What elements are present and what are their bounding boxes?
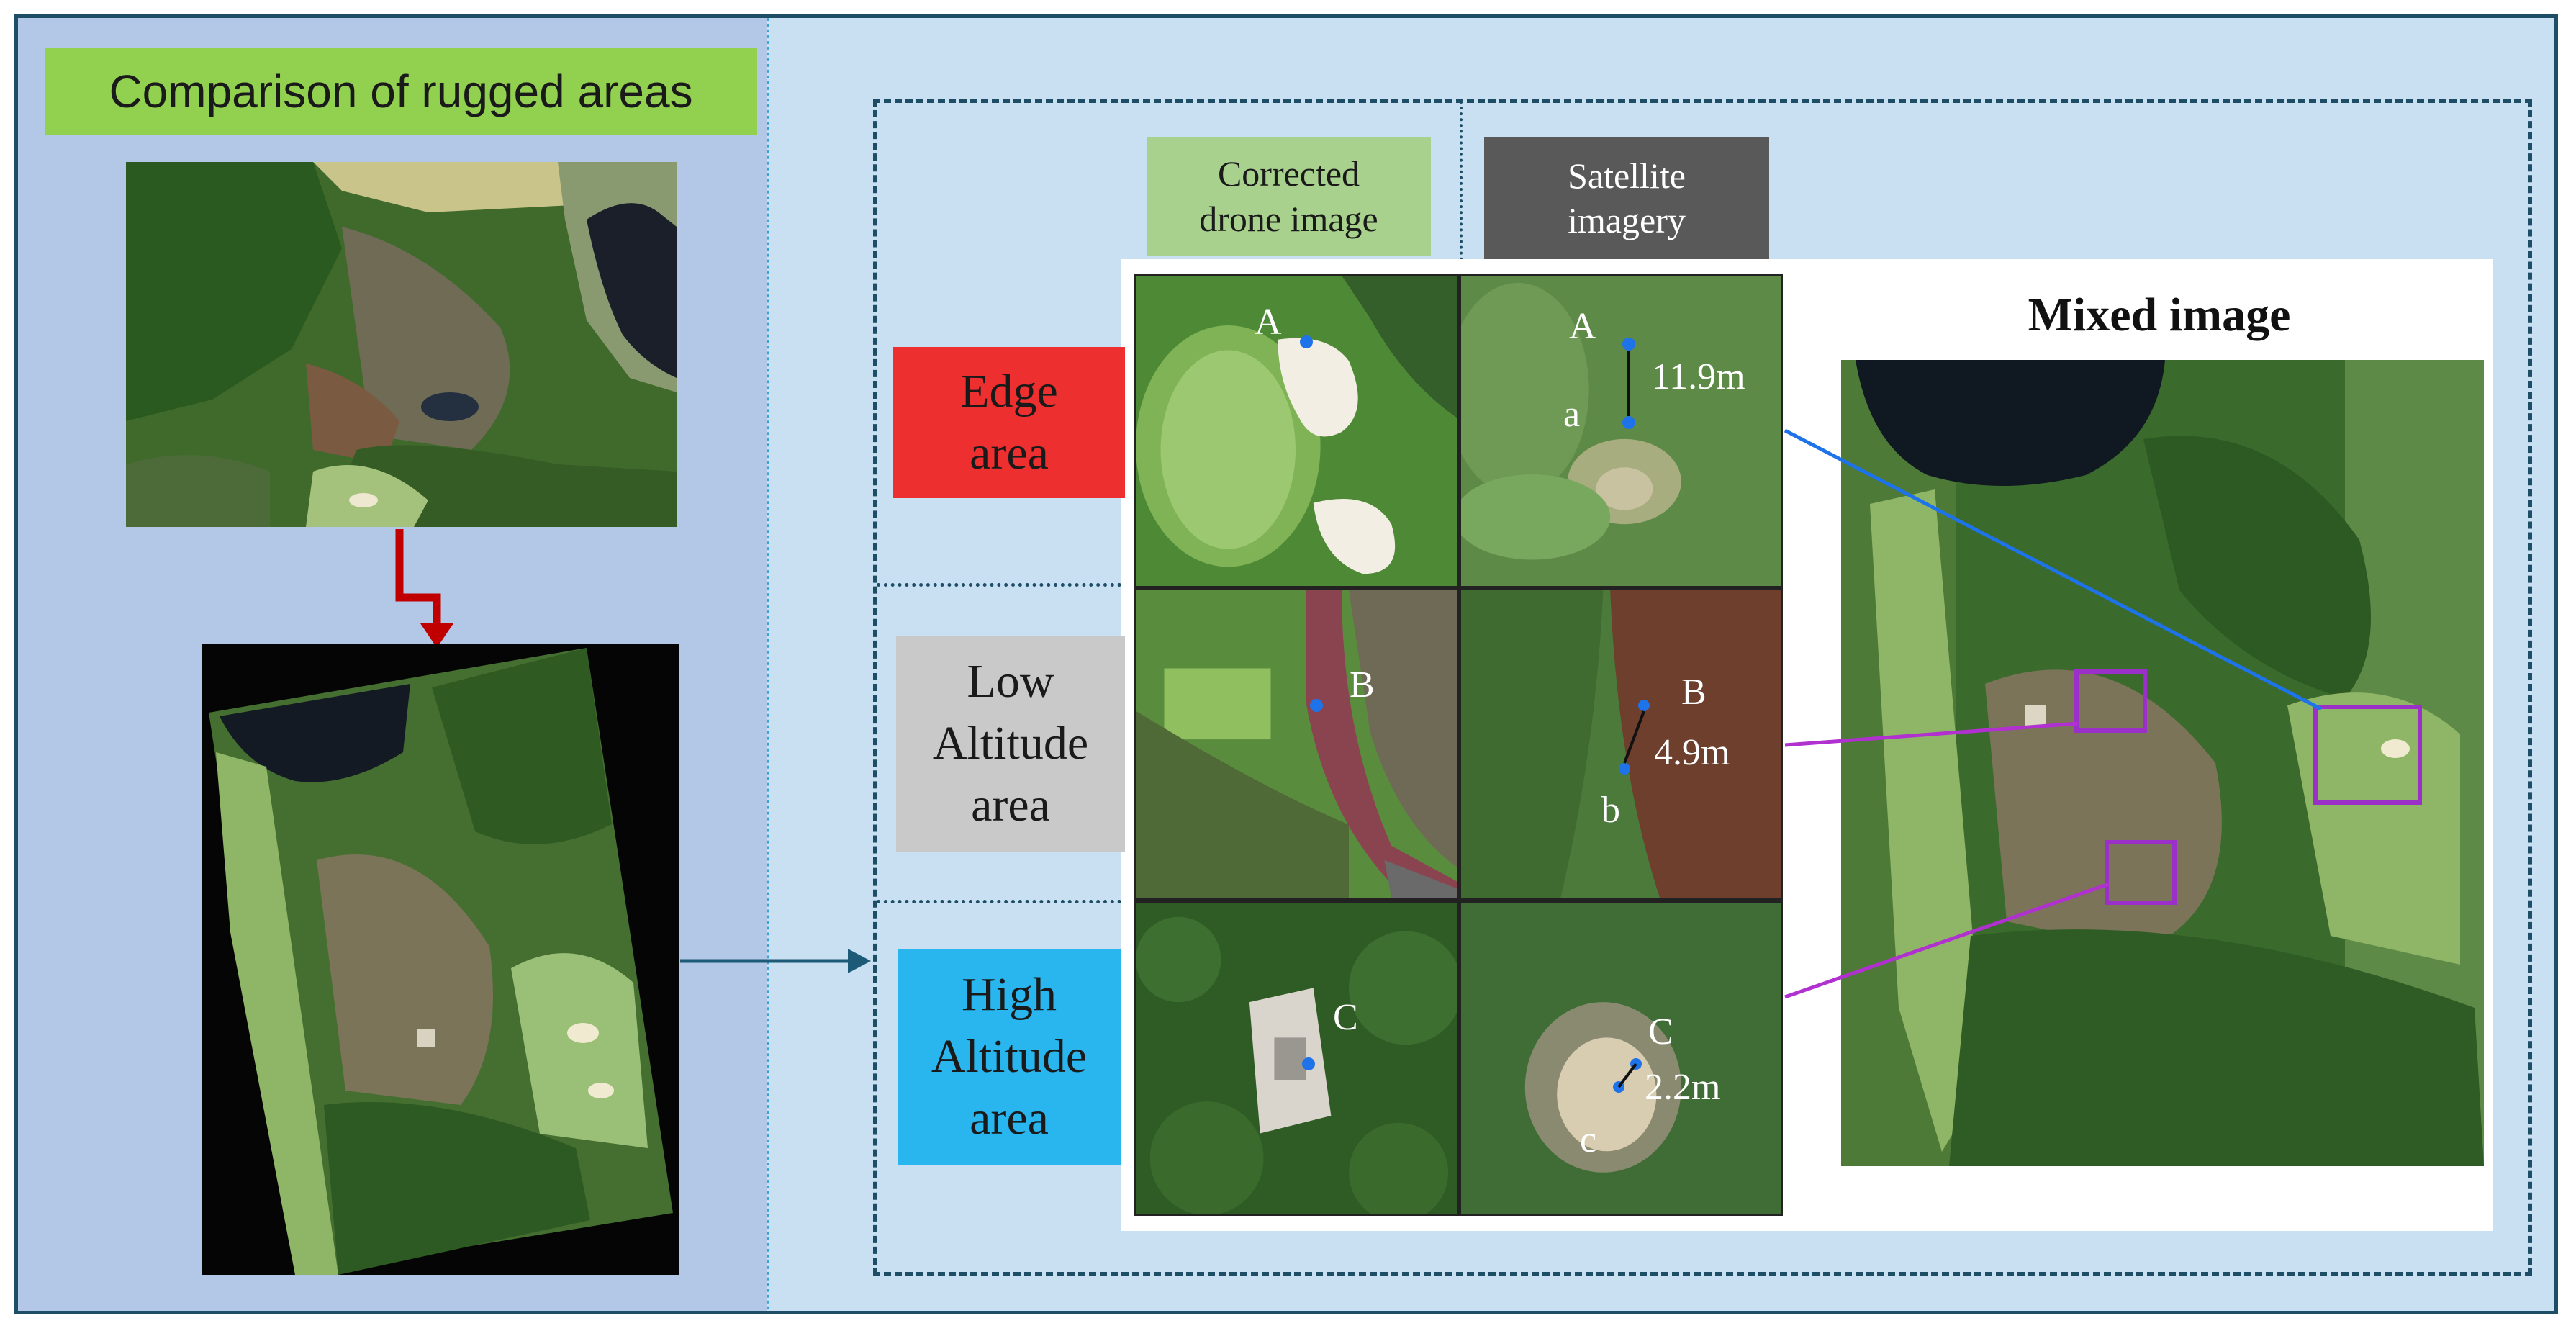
comparison-dashed-box bbox=[873, 99, 2532, 1276]
edge-drone-tile bbox=[1134, 274, 1459, 588]
original-drone-photo bbox=[126, 162, 677, 527]
high-altitude-area-label: High Altitude area bbox=[898, 949, 1121, 1165]
low-drone-tile bbox=[1134, 588, 1459, 901]
corrected-header: Corrected drone image bbox=[1147, 137, 1431, 256]
column-separator bbox=[1460, 101, 1463, 261]
row-separator-2 bbox=[877, 900, 1121, 903]
high-satellite-tile bbox=[1459, 901, 1783, 1216]
mixed-image bbox=[1841, 360, 2484, 1166]
low-altitude-area-label: Low Altitude area bbox=[896, 636, 1125, 852]
panel-divider bbox=[767, 18, 769, 1311]
low-satellite-tile bbox=[1459, 588, 1783, 901]
high-drone-tile bbox=[1134, 901, 1459, 1216]
row-separator-1 bbox=[877, 583, 1121, 587]
figure-title: Comparison of rugged areas bbox=[45, 48, 757, 135]
mixed-image-title: Mixed image bbox=[2028, 289, 2291, 341]
edge-area-label: Edge area bbox=[893, 347, 1125, 498]
edge-satellite-tile bbox=[1459, 274, 1783, 588]
satellite-header: Satellite imagery bbox=[1484, 137, 1769, 259]
corrected-drone-photo bbox=[202, 644, 679, 1275]
